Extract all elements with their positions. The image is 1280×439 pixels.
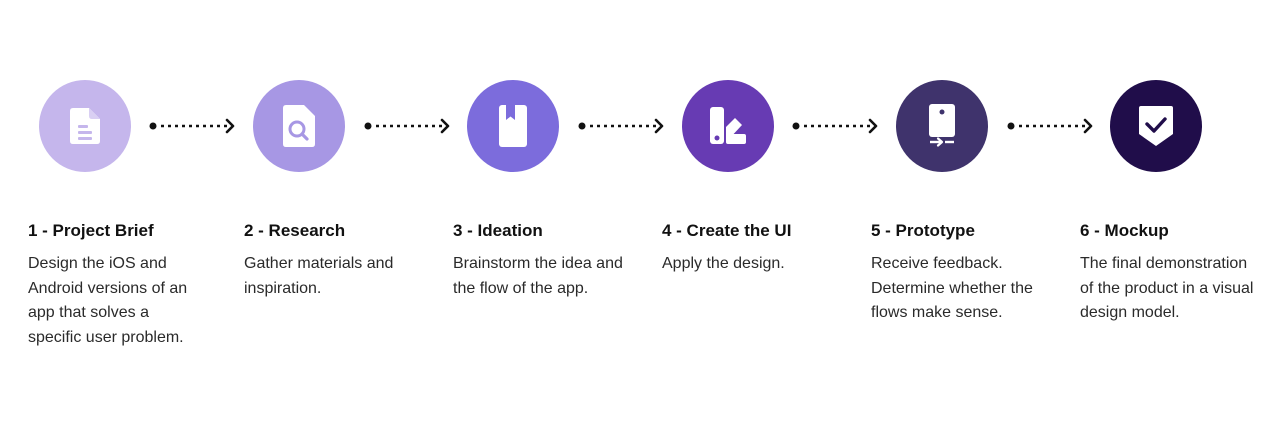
step-1-circle [39, 80, 131, 172]
step-3-circle [467, 80, 559, 172]
step-5-text: 5 - Prototype Receive feedback. Determin… [871, 220, 1056, 326]
flow-arrow-5 [1007, 118, 1093, 134]
step-title: 5 - Prototype [871, 221, 975, 240]
step-description: Receive feedback. Determine whether the … [871, 255, 1033, 322]
step-title: 6 - Mockup [1080, 221, 1169, 240]
step-description: Design the iOS and Android versions of a… [28, 255, 188, 346]
document-icon [70, 108, 100, 144]
design-swatch-icon [710, 107, 746, 144]
flow-arrow-4 [792, 118, 878, 134]
notebook-icon [499, 105, 527, 147]
step-6-circle [1110, 80, 1202, 172]
step-description: Apply the design. [662, 255, 785, 272]
step-1-text: 1 - Project Brief Design the iOS and And… [28, 220, 213, 350]
step-description: The final demonstration of the product i… [1080, 255, 1254, 322]
step-description: Gather materials and inspiration. [244, 255, 394, 297]
step-title: 3 - Ideation [453, 221, 543, 240]
step-6-text: 6 - Mockup The final demonstration of th… [1080, 220, 1265, 326]
phone-prototype-icon [929, 104, 955, 147]
document-search-icon [283, 105, 315, 147]
step-2-circle [253, 80, 345, 172]
step-2-text: 2 - Research Gather materials and inspir… [244, 220, 429, 301]
step-title: 2 - Research [244, 221, 346, 240]
step-title: 4 - Create the UI [662, 221, 792, 240]
step-title: 1 - Project Brief [28, 221, 154, 240]
step-5-circle [896, 80, 988, 172]
step-4-text: 4 - Create the UI Apply the design. [662, 220, 847, 277]
step-4-circle [682, 80, 774, 172]
shield-check-icon [1139, 106, 1173, 146]
flow-arrow-1 [149, 118, 235, 134]
flow-arrow-2 [364, 118, 450, 134]
flow-arrow-3 [578, 118, 664, 134]
step-description: Brainstorm the idea and the flow of the … [453, 255, 623, 297]
step-3-text: 3 - Ideation Brainstorm the idea and the… [453, 220, 638, 301]
